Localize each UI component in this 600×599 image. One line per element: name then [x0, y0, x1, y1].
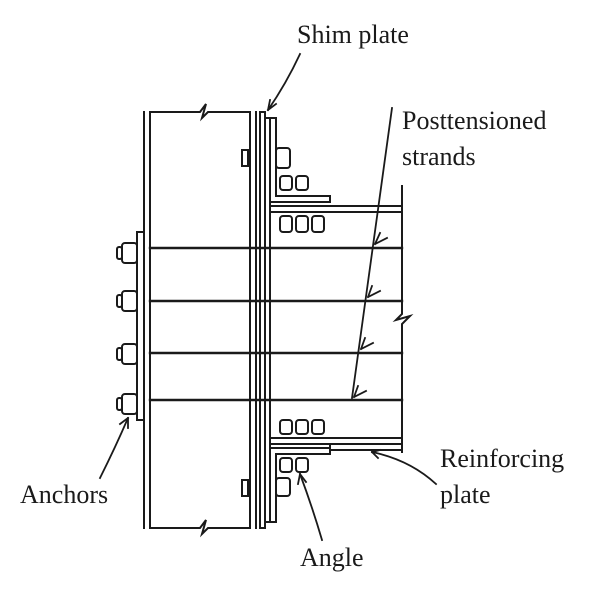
top-angle	[270, 118, 330, 232]
posttensioned-strands-label-line2: strands	[402, 142, 476, 171]
leaders	[100, 54, 436, 540]
anchor-nuts	[117, 243, 137, 414]
angle-label: Angle	[300, 543, 364, 572]
column	[144, 104, 256, 534]
reinforcing-plate	[330, 444, 402, 450]
bottom-angle	[270, 420, 330, 522]
posttensioned-strands-label-line1: Posttensioned	[402, 106, 547, 135]
strands	[150, 248, 402, 400]
anchors-label: Anchors	[20, 480, 109, 509]
anchor-plate	[137, 232, 144, 420]
reinforcing-plate-label-line2: plate	[440, 480, 491, 509]
shim-plate-label: Shim plate	[297, 20, 409, 49]
reinforcing-plate-label-line1: Reinforcing	[440, 444, 565, 473]
shim-plate	[260, 112, 270, 528]
